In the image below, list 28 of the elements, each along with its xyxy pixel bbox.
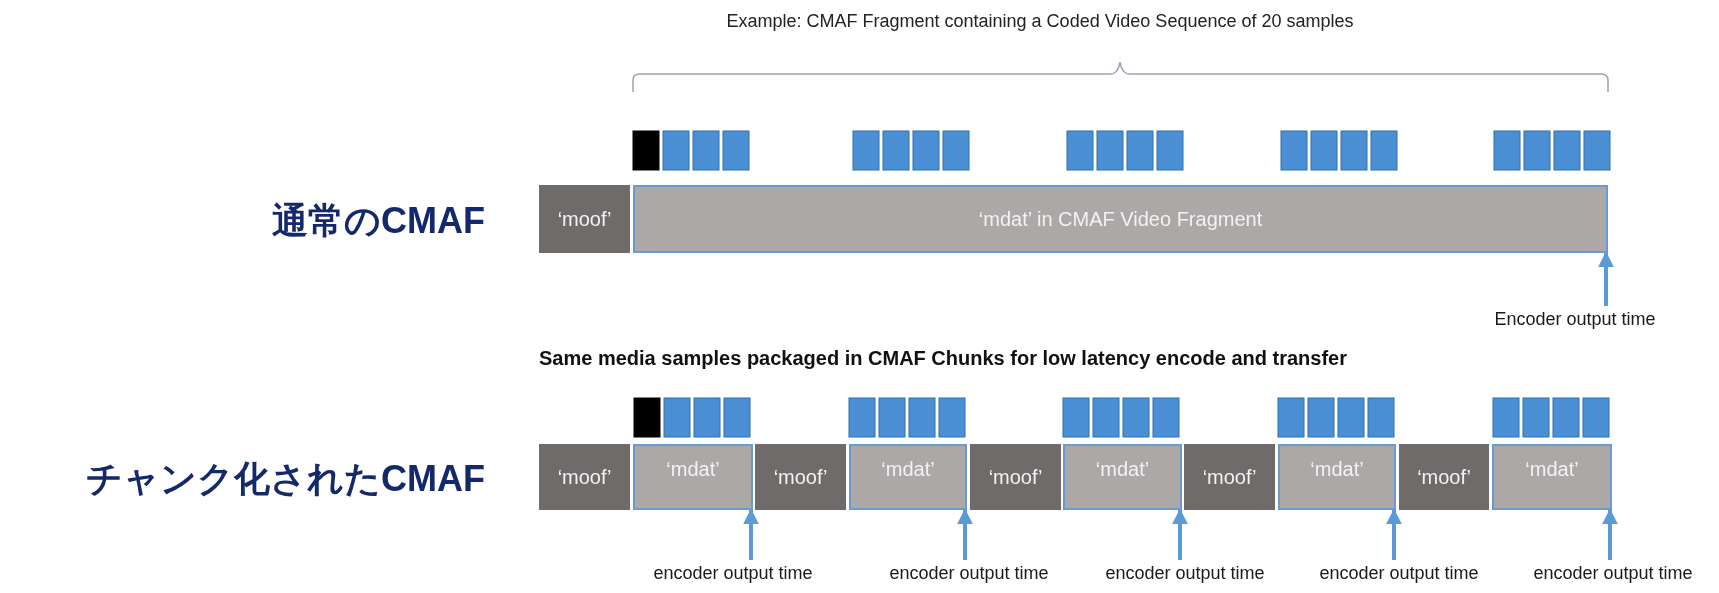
moof-box: ‘moof’	[755, 444, 846, 510]
edge-label: encoder output time	[1294, 560, 1504, 590]
row-title: 通常のCMAF	[271, 199, 485, 243]
moof-box: ‘moof’	[970, 444, 1061, 510]
edge-label: Encoder output time	[1470, 306, 1680, 336]
moof-box: ‘moof’	[1399, 444, 1489, 510]
caption-text: Example: CMAF Fragment containing a Coded Video Sequence of 20 samples	[725, 10, 1355, 33]
mdat-box: ‘mdat’ in CMAF Video Fragment	[633, 185, 1608, 253]
arrow	[1602, 508, 1618, 560]
arrow	[743, 508, 759, 560]
arrow	[1386, 508, 1402, 560]
edge-label: encoder output time	[1080, 560, 1290, 590]
arrow	[1172, 508, 1188, 560]
edge-label: encoder output time	[628, 560, 838, 590]
edge-label: encoder output time	[864, 560, 1074, 590]
moof-box: ‘moof’	[1184, 444, 1275, 510]
moof-box: ‘moof’	[539, 185, 630, 253]
arrow	[957, 508, 973, 560]
mdat-box: ‘mdat’	[849, 444, 967, 510]
edge-label: encoder output time	[1508, 560, 1718, 590]
mdat-box: ‘mdat’	[1278, 444, 1396, 510]
row-title: チャンク化されたCMAF	[85, 457, 485, 501]
arrow	[1598, 251, 1614, 306]
mdat-box: ‘mdat’	[633, 444, 753, 510]
caption-text: Same media samples packaged in CMAF Chunks for low latency encode and transfer	[539, 346, 1348, 371]
mdat-box: ‘mdat’	[1492, 444, 1612, 510]
moof-box: ‘moof’	[539, 444, 630, 510]
mdat-box: ‘mdat’	[1063, 444, 1182, 510]
